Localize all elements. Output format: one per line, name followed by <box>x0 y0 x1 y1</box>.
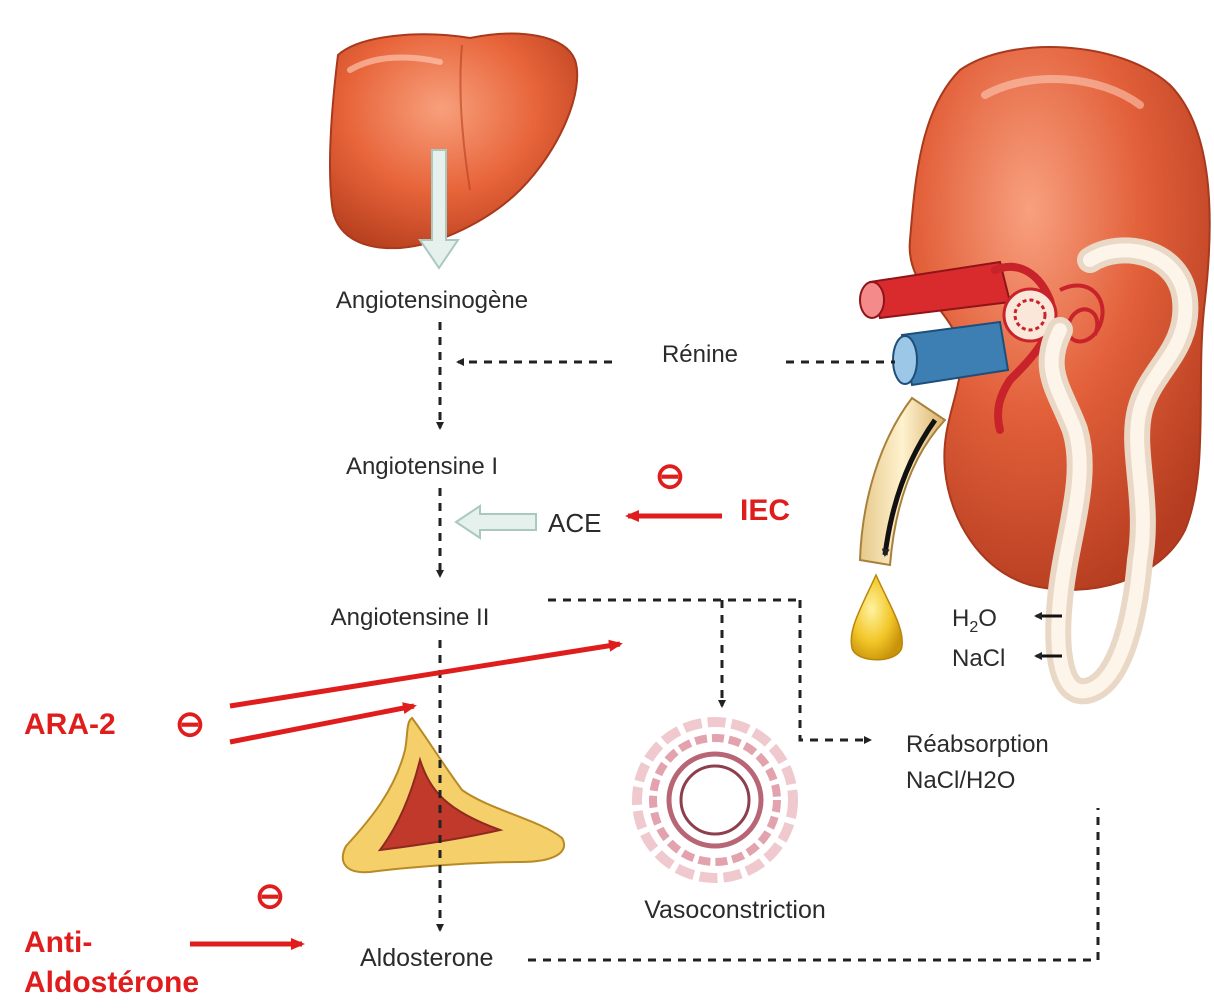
label-nacl: NaCl <box>952 645 1005 672</box>
label-reabsorption-1: Réabsorption <box>906 731 1049 758</box>
vasoconstriction-vessel <box>637 722 793 878</box>
label-renin: Rénine <box>662 341 738 368</box>
ureter <box>860 398 945 565</box>
arrow-ara2-to-adrenal <box>230 706 414 742</box>
drug-anti-aldosterone-1: Anti- <box>24 926 92 959</box>
label-vasoconstriction: Vasoconstriction <box>644 896 826 924</box>
ace-arrow <box>456 506 536 538</box>
inhibit-symbol-ara2: ⊖ <box>175 703 205 744</box>
label-angiotensin1: Angiotensine I <box>346 453 498 480</box>
drug-ara2: ARA-2 <box>24 708 116 741</box>
drug-iec: IEC <box>740 494 790 527</box>
label-reabsorption-2: NaCl/H2O <box>906 767 1015 794</box>
label-ace: ACE <box>548 508 601 538</box>
arrow-ara2-to-target <box>230 644 620 706</box>
label-angiotensinogen: Angiotensinogène <box>336 287 528 314</box>
adrenal-gland <box>343 718 564 872</box>
liver-illustration <box>330 34 577 249</box>
label-aldosterone: Aldosterone <box>360 944 493 972</box>
label-h2o: H2O <box>952 605 997 636</box>
label-angiotensin2: Angiotensine II <box>331 604 490 631</box>
drug-anti-aldosterone-2: Aldostérone <box>24 966 199 999</box>
urine-drop <box>851 575 902 660</box>
line-aldosterone-to-reabsorption <box>528 808 1098 960</box>
inhibit-symbol-anti-aldosterone: ⊖ <box>255 875 285 916</box>
inhibit-symbol-iec: ⊖ <box>655 455 685 496</box>
